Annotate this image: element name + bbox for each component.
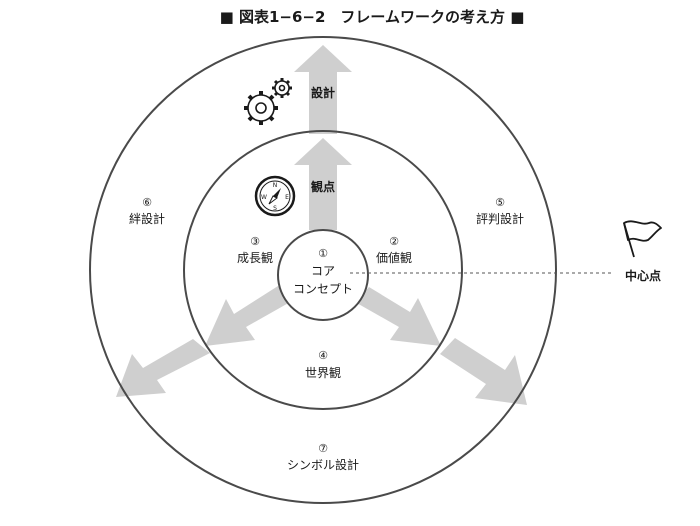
bond-design-number: ⑥ <box>142 196 152 209</box>
arrow-label-viewpoint: 観点 <box>311 179 335 194</box>
arrow-left-outer <box>116 339 210 397</box>
evaluation-design-number: ⑤ <box>495 196 505 209</box>
center-number: ① <box>318 247 328 260</box>
value-view-label: 価値観 <box>376 250 412 265</box>
evaluation-design-label: 評判設計 <box>476 211 524 226</box>
middle-circle <box>183 130 463 410</box>
world-view-label: 世界観 <box>305 366 341 380</box>
flag-icon <box>623 220 662 258</box>
concentric-circles <box>89 36 557 504</box>
world-view-number: ④ <box>318 349 328 362</box>
symbol-design-label: シンボル設計 <box>287 457 359 472</box>
center-point-label: 中心点 <box>625 268 661 283</box>
center-label-line1: コア <box>311 264 335 278</box>
diagram-title: ■ 図表1−6−2 フレームワークの考え方 ■ <box>220 8 525 26</box>
growth-view-label: 成長観 <box>237 251 273 265</box>
svg-text:E: E <box>285 194 289 201</box>
arrow-left-inner <box>205 286 292 346</box>
gears-icon <box>244 78 292 125</box>
arrow-right-inner <box>355 287 441 346</box>
arrow-label-design: 設計 <box>311 85 335 100</box>
arrow-right-outer <box>440 338 527 405</box>
bond-design-label: 絆設計 <box>129 211 165 226</box>
arrow-up-outer <box>294 45 352 134</box>
arrows <box>116 45 527 405</box>
growth-view-number: ③ <box>250 235 260 248</box>
compass-icon: N S W E <box>254 175 296 217</box>
arrow-up-inner <box>294 138 352 230</box>
inner-circle <box>277 229 369 321</box>
symbol-design-number: ⑦ <box>318 442 328 455</box>
center-label-line2: コンセプト <box>293 282 353 296</box>
svg-text:N: N <box>273 182 278 189</box>
value-view-number: ② <box>389 235 399 248</box>
svg-text:S: S <box>273 205 277 212</box>
outer-circle <box>89 36 557 504</box>
svg-text:W: W <box>261 194 267 201</box>
